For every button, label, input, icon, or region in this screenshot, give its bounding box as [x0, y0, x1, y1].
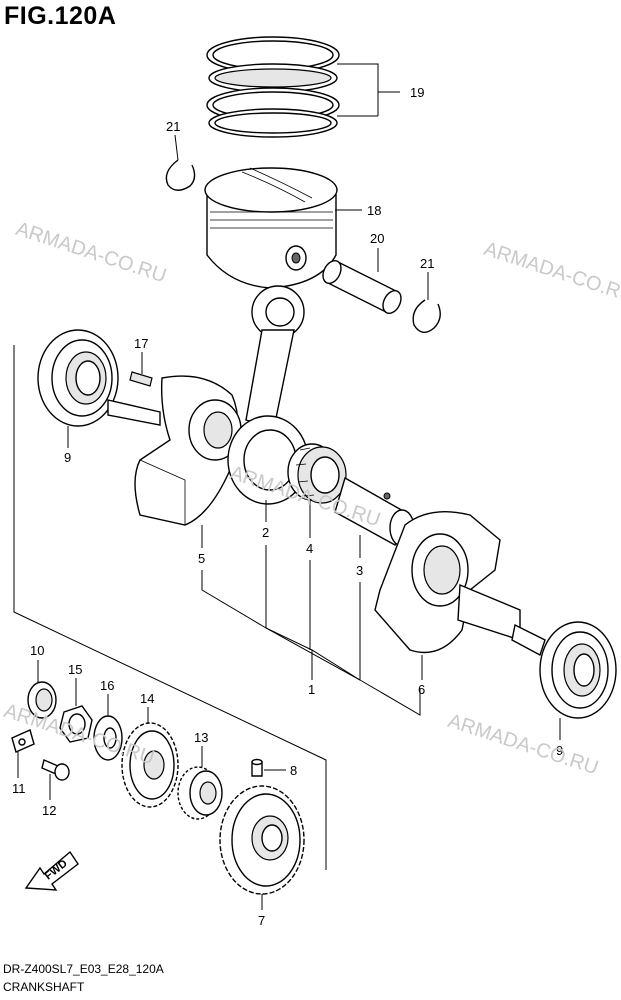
bearing-10[interactable]: [27, 681, 57, 719]
callout-2[interactable]: 2: [262, 525, 269, 540]
callout-5[interactable]: 5: [198, 551, 205, 566]
callout-15[interactable]: 15: [68, 662, 82, 677]
pin-8[interactable]: [251, 758, 263, 777]
connecting-rod[interactable]: [227, 285, 309, 505]
piston-rings[interactable]: [206, 36, 340, 138]
footer-code: DR-Z400SL7_E03_E28_120A: [3, 962, 164, 976]
callout-9-right[interactable]: 9: [556, 743, 563, 758]
callout-21-upper[interactable]: 21: [166, 119, 180, 134]
crank-web-right[interactable]: [374, 510, 546, 657]
callout-19[interactable]: 19: [410, 85, 424, 100]
callout-1[interactable]: 1: [308, 682, 315, 697]
callout-16[interactable]: 16: [100, 678, 114, 693]
crankshaft-bearing-left[interactable]: [37, 329, 119, 427]
callout-11[interactable]: 11: [12, 781, 26, 796]
callout-18[interactable]: 18: [367, 203, 381, 218]
callout-13[interactable]: 13: [194, 730, 208, 745]
callout-17[interactable]: 17: [134, 336, 148, 351]
callout-14[interactable]: 14: [140, 691, 154, 706]
screw-12[interactable]: [41, 759, 70, 781]
piston-pin[interactable]: [319, 258, 404, 317]
crankshaft-key[interactable]: [129, 371, 153, 387]
callout-7[interactable]: 7: [258, 913, 265, 928]
piston-pin-circlip-upper[interactable]: [165, 159, 196, 191]
primary-drive-gear-14[interactable]: [121, 722, 179, 808]
crank-web-left[interactable]: [107, 375, 242, 526]
balancer-drive-gear-7[interactable]: [219, 785, 305, 895]
callout-4[interactable]: 4: [306, 541, 313, 556]
leader-lines: [13, 63, 561, 910]
callout-20[interactable]: 20: [370, 231, 384, 246]
figure-title: FIG.120A: [4, 2, 117, 30]
fwd-arrow-icon: [24, 850, 79, 891]
callout-10[interactable]: 10: [30, 643, 44, 658]
callout-21-lower[interactable]: 21: [420, 256, 434, 271]
washer-16[interactable]: [93, 715, 123, 761]
crankshaft-bearing-right[interactable]: [539, 621, 617, 719]
piston[interactable]: [204, 167, 338, 289]
callout-9-left[interactable]: 9: [64, 450, 71, 465]
callout-labels: 19 21 18 20 21 17 9 2 4 5 3 1 6 9 10 15 …: [12, 85, 563, 928]
retainer-plate-11[interactable]: [11, 729, 35, 753]
nut-15[interactable]: [59, 705, 93, 743]
crankpin-needle-bearing[interactable]: [287, 443, 347, 504]
callout-6[interactable]: 6: [418, 682, 425, 697]
piston-pin-circlip-lower[interactable]: [412, 299, 441, 333]
callout-3[interactable]: 3: [356, 563, 363, 578]
footer-name: CRANKSHAFT: [3, 980, 85, 994]
gear-13[interactable]: [177, 766, 223, 820]
callout-12[interactable]: 12: [42, 803, 56, 818]
callout-8[interactable]: 8: [290, 763, 297, 778]
